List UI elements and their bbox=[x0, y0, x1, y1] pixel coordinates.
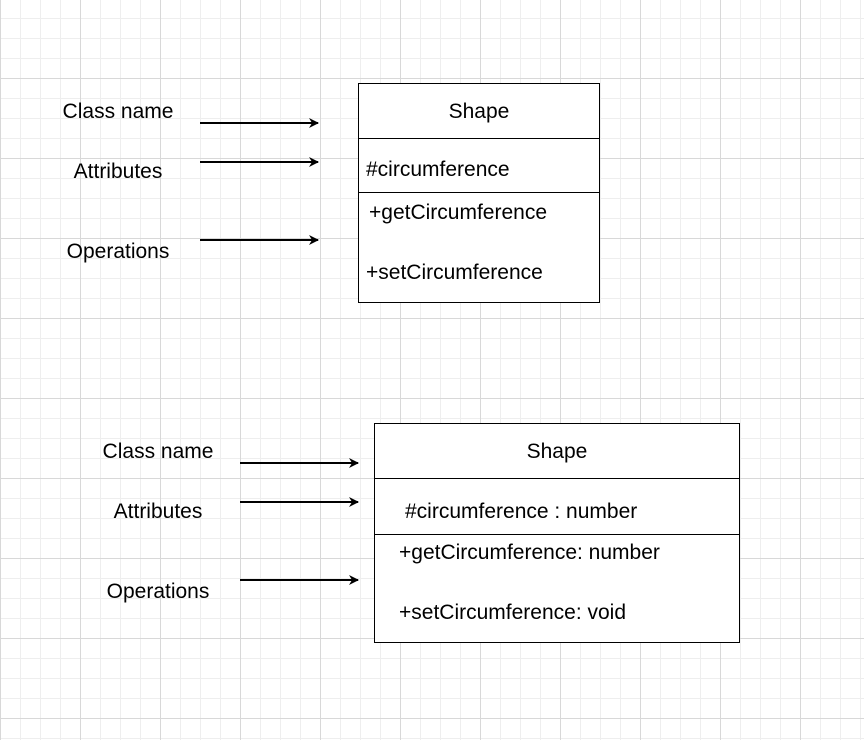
diagram-2-arrows bbox=[240, 458, 359, 585]
class-name-text: Shape bbox=[526, 440, 588, 463]
attributes-section: #circumference : number bbox=[375, 478, 739, 535]
operation-item: +setCircumference bbox=[366, 261, 543, 284]
operation-item: +getCircumference: number bbox=[399, 541, 660, 564]
operations-label: Operations bbox=[106, 580, 210, 603]
operation-item: +setCircumference: void bbox=[399, 601, 627, 624]
class-name-label: Class name bbox=[102, 440, 214, 463]
diagram-1-arrows bbox=[200, 118, 319, 245]
operations-section: +getCircumference: number +setCircumfere… bbox=[375, 534, 739, 642]
attributes-section: #circumference bbox=[359, 138, 599, 193]
attribute-item: #circumference : number bbox=[405, 500, 638, 523]
uml-class-shape[interactable]: Shape #circumference : number +getCircum… bbox=[374, 423, 740, 643]
class-name-label: Class name bbox=[62, 100, 174, 123]
class-name-section: Shape bbox=[359, 84, 599, 139]
attributes-label: Attributes bbox=[73, 160, 163, 183]
operations-label: Operations bbox=[66, 240, 170, 263]
operations-section: +getCircumference +setCircumference bbox=[359, 192, 599, 302]
class-name-section: Shape bbox=[375, 424, 739, 479]
class-name-text: Shape bbox=[448, 100, 510, 123]
attributes-label: Attributes bbox=[113, 500, 203, 523]
uml-class-shape[interactable]: Shape #circumference +getCircumference +… bbox=[358, 83, 600, 303]
operation-item: +getCircumference bbox=[369, 201, 547, 224]
attribute-item: #circumference bbox=[366, 158, 510, 181]
